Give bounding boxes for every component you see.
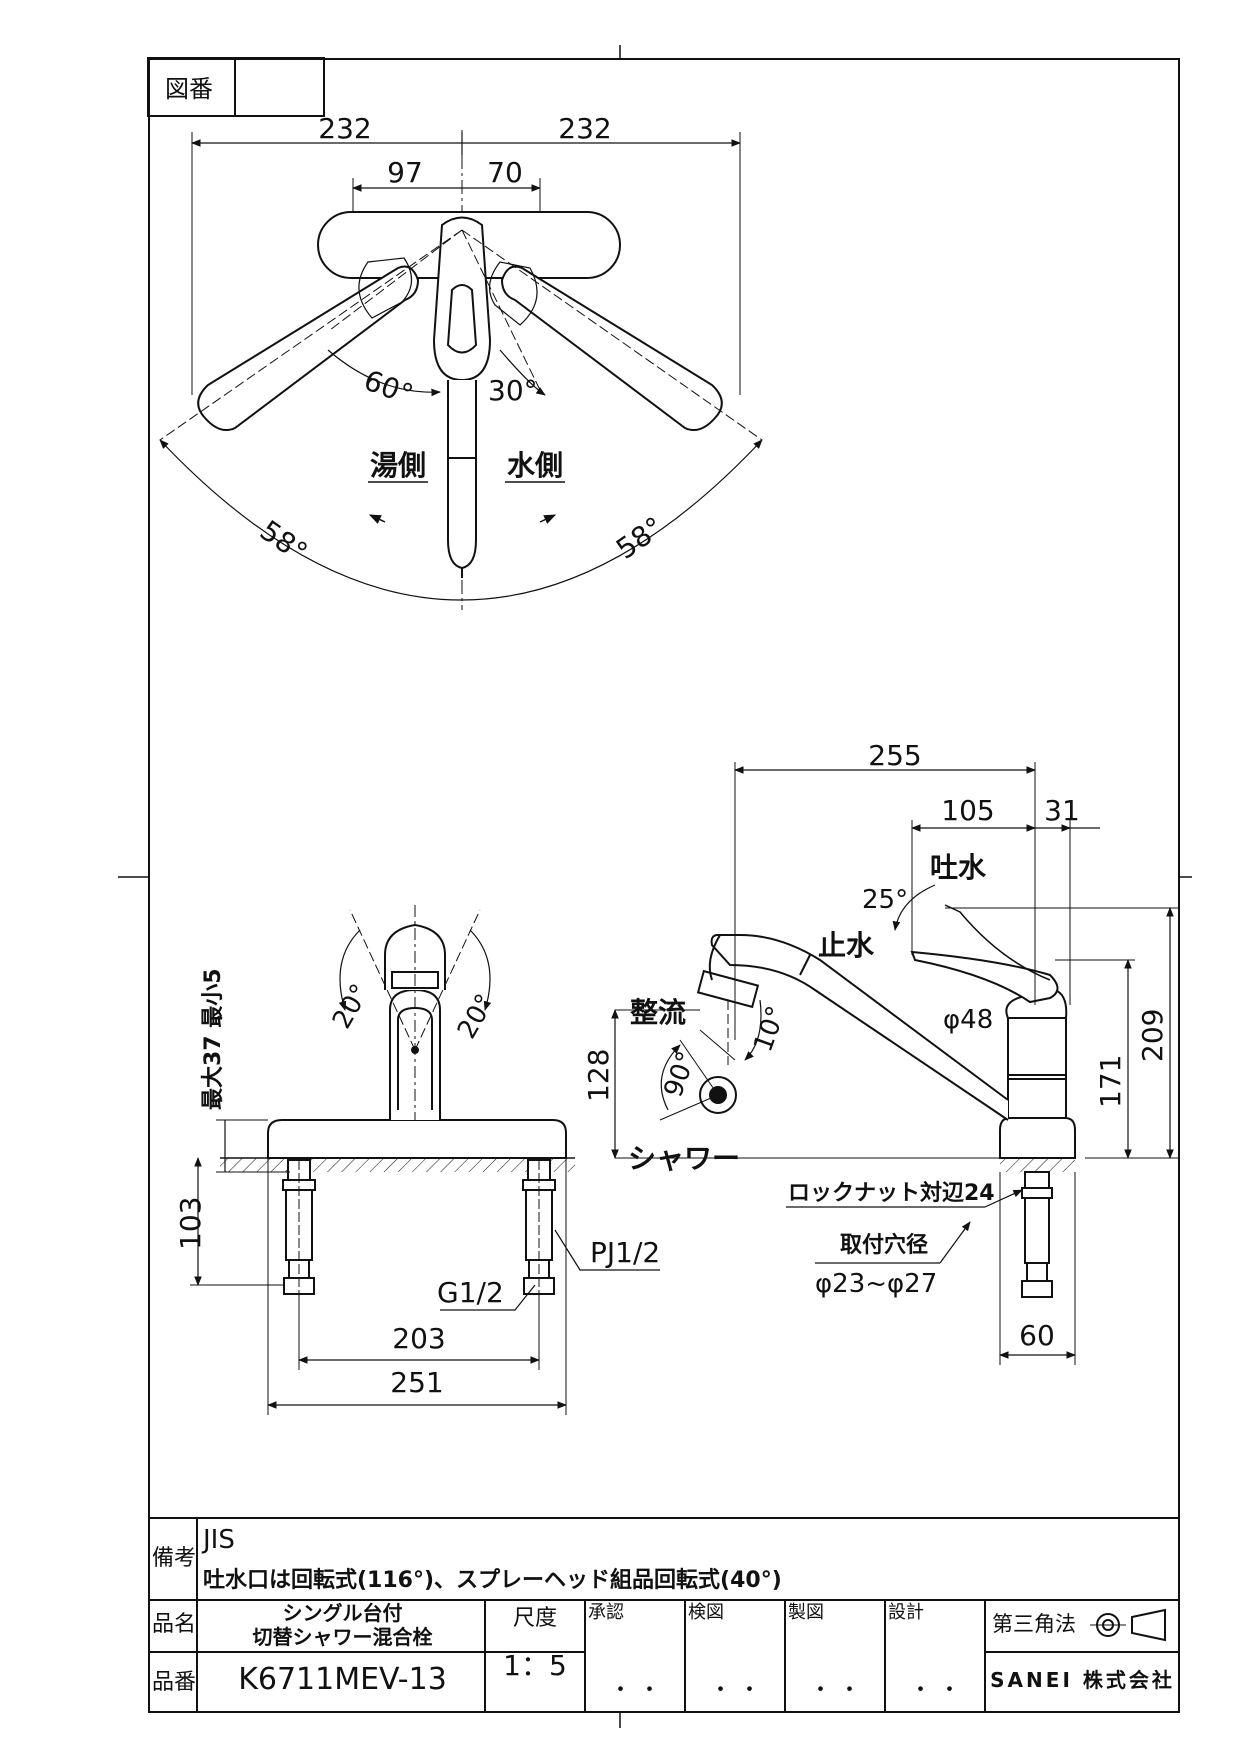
angle-10: 10° xyxy=(748,1002,792,1056)
angle-90: 90° xyxy=(658,1048,702,1102)
product-name-line2: 切替シャワー混合栓 xyxy=(252,1625,433,1649)
dim-60: 60 xyxy=(1019,1319,1055,1352)
mount-hole-label: 取付穴径 xyxy=(840,1232,928,1258)
dia-48: φ48 xyxy=(943,1005,993,1035)
side-view xyxy=(611,762,1180,1365)
top-view xyxy=(159,130,763,610)
design-date: ・ ・ xyxy=(909,1678,961,1703)
remarks-label: 備考 xyxy=(152,1546,197,1571)
angle-20-right: 20° xyxy=(452,989,501,1044)
design-label: 設計 xyxy=(888,1602,924,1623)
remarks-line1: JIS xyxy=(203,1525,235,1555)
angle-58-left: 58° xyxy=(254,514,314,570)
dim-103: 103 xyxy=(174,1197,207,1250)
dim-251: 251 xyxy=(390,1366,443,1399)
angle-60: 60° xyxy=(360,364,418,412)
product-name-line1: シングル台付 xyxy=(282,1601,403,1625)
third-angle-projection-icon xyxy=(1090,1608,1166,1642)
angle-25: 25° xyxy=(862,885,908,915)
scale-label: 尺度 xyxy=(512,1606,557,1631)
drawing-frame xyxy=(148,58,1180,1713)
rectify-label: 整流 xyxy=(630,996,686,1029)
thickness-range-label: 最大37 最小5 xyxy=(201,968,226,1110)
projection-label: 第三角法 xyxy=(992,1612,1076,1636)
dim-128: 128 xyxy=(582,1049,615,1102)
drawing-number-label: 図番 xyxy=(165,75,213,103)
approve-date: ・ ・ xyxy=(609,1678,661,1703)
scale-value: 1：5 xyxy=(503,1649,567,1682)
stop-water-label: 止水 xyxy=(818,929,875,962)
dim-209: 209 xyxy=(1136,1009,1169,1062)
angle-20-left: 20° xyxy=(327,979,376,1034)
dim-top-left-232: 232 xyxy=(318,112,371,145)
angle-30: 30° xyxy=(488,374,538,407)
locknut-label: ロックナット対辺24 xyxy=(788,1181,995,1206)
company-name: SANEI 株式会社 xyxy=(990,1668,1175,1692)
hot-side-label: 湯側 xyxy=(370,449,426,482)
pj-thread-label: PJ1/2 xyxy=(590,1236,660,1269)
drawing-number-box xyxy=(147,57,325,117)
product-name-label: 品名 xyxy=(152,1612,197,1637)
shower-label: シャワー xyxy=(628,1142,740,1175)
title-block-lines xyxy=(148,1517,1180,1712)
dim-top-70: 70 xyxy=(487,156,523,189)
center-marks xyxy=(118,45,1192,1728)
dim-31: 31 xyxy=(1044,794,1080,827)
approve-label: 承認 xyxy=(588,1602,624,1623)
dim-203: 203 xyxy=(392,1322,445,1355)
g-thread-label: G1/2 xyxy=(437,1276,504,1309)
check-label: 検図 xyxy=(688,1602,724,1623)
angle-58-right: 58° xyxy=(610,510,670,566)
spout-water-label: 吐水 xyxy=(930,851,987,884)
dim-255: 255 xyxy=(868,739,921,772)
mount-hole-range: φ23~φ27 xyxy=(815,1269,937,1299)
draft-label: 製図 xyxy=(788,1602,824,1623)
remarks-line2: 吐水口は回転式(116°)、スプレーヘッド組品回転式(40°) xyxy=(203,1568,782,1593)
part-number-label: 品番 xyxy=(152,1670,197,1695)
part-number-value: K6711MEV-13 xyxy=(238,1662,447,1697)
check-date: ・ ・ xyxy=(709,1678,761,1703)
draft-date: ・ ・ xyxy=(809,1678,861,1703)
front-view xyxy=(190,905,660,1415)
dim-top-right-232: 232 xyxy=(558,112,611,145)
dim-105: 105 xyxy=(941,794,994,827)
dim-top-97: 97 xyxy=(387,156,423,189)
cold-side-label: 水側 xyxy=(507,449,563,482)
dim-171: 171 xyxy=(1094,1055,1127,1108)
